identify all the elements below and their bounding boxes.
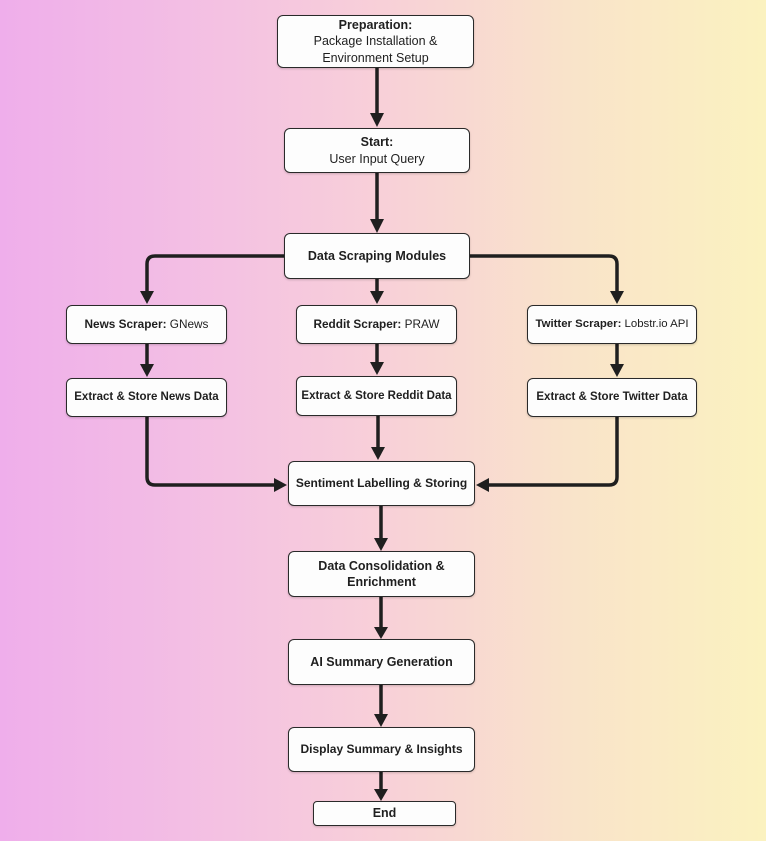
node-reddit-scraper-label: Reddit Scraper: PRAW	[313, 316, 440, 331]
node-display-summary-insights: Display Summary & Insights	[288, 727, 475, 772]
arrow-display-end	[374, 772, 388, 801]
node-preparation-title: Preparation:	[338, 18, 413, 33]
node-data-scraping-label: Data Scraping Modules	[307, 248, 447, 263]
arrow-news-extract	[140, 344, 154, 377]
node-data-consolidation: Data Consolidation & Enrichment	[288, 551, 475, 597]
node-sentiment-labelling: Sentiment Labelling & Storing	[288, 461, 475, 506]
arrow-reddit-extract	[370, 344, 384, 375]
node-end: End	[313, 801, 456, 826]
node-news-scraper-label: News Scraper: GNews	[84, 316, 209, 331]
node-extract-store-news: Extract & Store News Data	[66, 378, 227, 417]
node-consolidation-label: Data Consolidation & Enrichment	[318, 558, 445, 589]
node-extract-store-reddit: Extract & Store Reddit Data	[296, 376, 457, 416]
node-end-label: End	[372, 806, 397, 821]
node-extract-twitter-label: Extract & Store Twitter Data	[536, 391, 688, 404]
arrow-ai-display	[374, 685, 388, 727]
node-twitter-scraper: Twitter Scraper: Lobstr.io API	[527, 305, 697, 344]
node-extract-store-twitter: Extract & Store Twitter Data	[527, 378, 697, 417]
node-extract-reddit-label: Extract & Store Reddit Data	[301, 389, 452, 402]
node-twitter-scraper-label: Twitter Scraper: Lobstr.io API	[535, 318, 689, 331]
node-start: Start: User Input Query	[284, 128, 470, 173]
node-display-label: Display Summary & Insights	[300, 741, 463, 756]
arrow-extracttwitter-sentiment	[476, 417, 619, 492]
node-data-scraping-modules: Data Scraping Modules	[284, 233, 470, 279]
arrow-preparation-start	[370, 68, 384, 127]
arrow-scraping-twitter	[470, 254, 624, 304]
arrow-start-scraping	[370, 173, 384, 233]
arrow-twitter-extract	[610, 344, 624, 377]
node-sentiment-label: Sentiment Labelling & Storing	[295, 475, 468, 490]
arrow-scraping-news	[140, 254, 284, 304]
node-reddit-scraper: Reddit Scraper: PRAW	[296, 305, 457, 344]
arrow-consolidation-ai	[374, 597, 388, 639]
node-ai-summary-label: AI Summary Generation	[310, 654, 453, 669]
arrow-sentiment-consolidation	[374, 506, 388, 551]
node-ai-summary-generation: AI Summary Generation	[288, 639, 475, 685]
arrow-scraping-reddit	[370, 279, 384, 304]
arrow-extractnews-sentiment	[145, 417, 287, 492]
node-preparation-subtitle: Package Installation & Environment Setup	[313, 34, 438, 65]
node-preparation: Preparation: Package Installation & Envi…	[277, 15, 474, 68]
node-start-subtitle: User Input Query	[329, 151, 425, 166]
node-start-title: Start:	[360, 135, 394, 150]
arrow-extractreddit-sentiment	[371, 416, 385, 460]
node-news-scraper: News Scraper: GNews	[66, 305, 227, 344]
node-extract-news-label: Extract & Store News Data	[74, 391, 219, 404]
